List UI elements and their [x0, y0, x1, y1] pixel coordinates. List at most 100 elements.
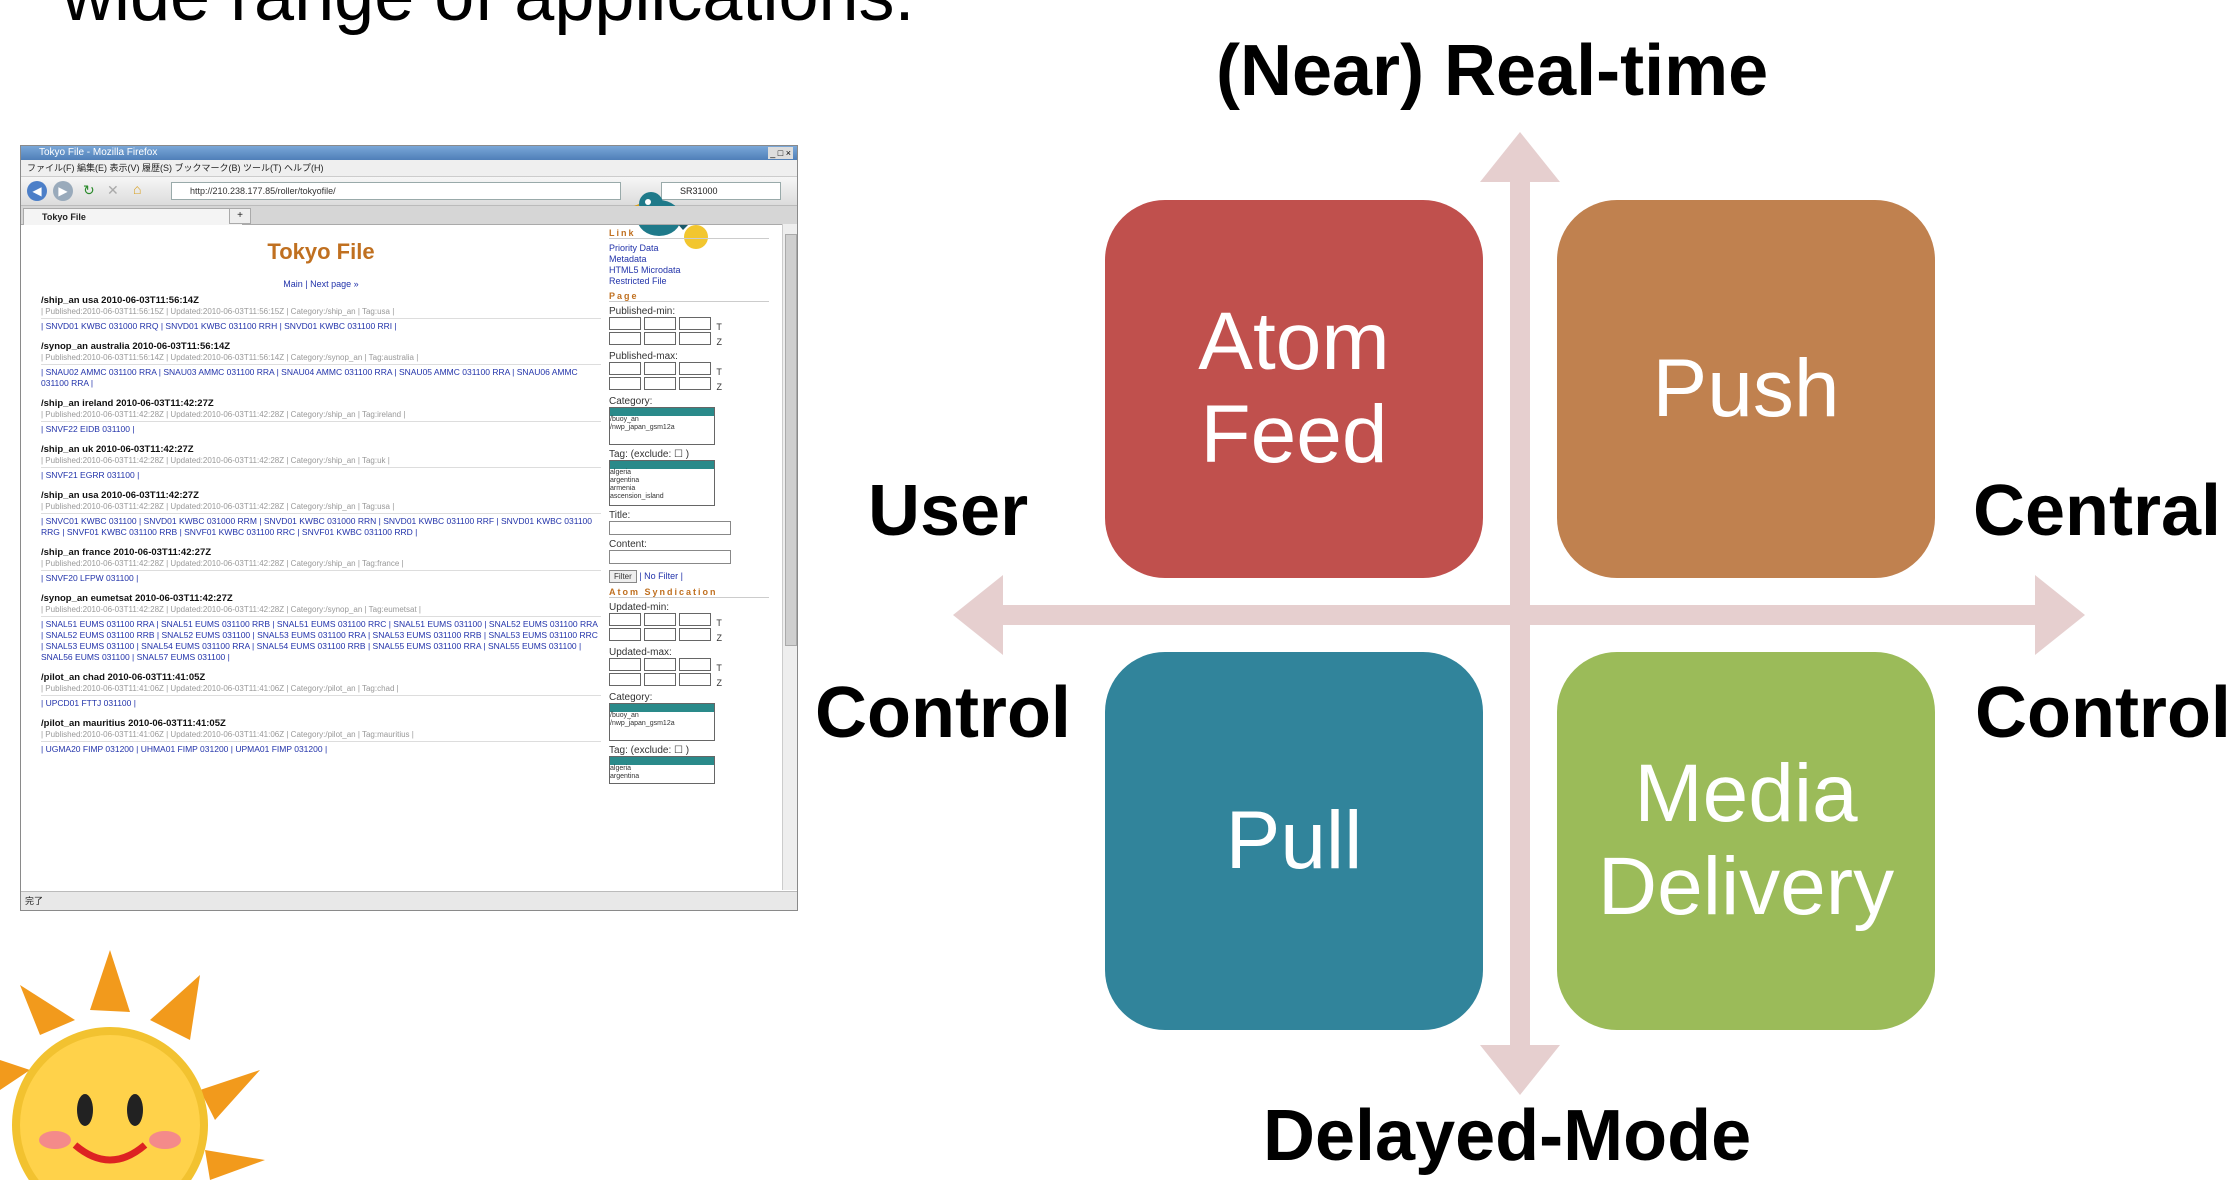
- axis-label-right-bottom: Control: [1975, 673, 2231, 753]
- tag2-label: Tag: (exclude: ☐ ): [609, 745, 690, 756]
- blog-entry: /ship_an ireland 2010-06-03T11:42:27Z| P…: [41, 398, 601, 435]
- forward-icon[interactable]: ▶: [53, 181, 73, 201]
- published-min-fields[interactable]: T: [609, 317, 769, 332]
- blog-entry: /ship_an france 2010-06-03T11:42:27Z| Pu…: [41, 547, 601, 584]
- entry-meta: | Published:2010-06-03T11:42:28Z | Updat…: [41, 456, 390, 465]
- content-input[interactable]: [609, 550, 731, 564]
- blog-entry: /synop_an australia 2010-06-03T11:56:14Z…: [41, 341, 601, 389]
- entry-links[interactable]: | SNVF20 LFPW 031100 |: [41, 570, 601, 584]
- blog-entry: /pilot_an mauritius 2010-06-03T11:41:05Z…: [41, 718, 601, 755]
- entry-links[interactable]: | SNAU02 AMMC 031100 RRA | SNAU03 AMMC 0…: [41, 364, 601, 389]
- quadrant-label: Atom: [1198, 296, 1390, 388]
- stop-icon[interactable]: ✕: [107, 182, 119, 198]
- entry-title[interactable]: /ship_an uk 2010-06-03T11:42:27Z: [41, 444, 194, 455]
- window-controls[interactable]: _ □ ×: [768, 147, 793, 159]
- window-title: Tokyo File - Mozilla Firefox: [39, 147, 158, 158]
- browser-menu-bar[interactable]: ファイル(F) 編集(E) 表示(V) 履歴(S) ブックマーク(B) ツール(…: [21, 160, 797, 177]
- quadrant-label: Pull: [1225, 794, 1363, 886]
- blog-entry: /ship_an usa 2010-06-03T11:56:14Z| Publi…: [41, 295, 601, 332]
- quadrant-media-delivery: Media Delivery: [1557, 652, 1935, 1030]
- quadrant-label: Media: [1634, 748, 1858, 840]
- blog-main: Tokyo File Main | Next page » /ship_an u…: [41, 224, 601, 884]
- blog-entry: /ship_an uk 2010-06-03T11:42:27Z| Publis…: [41, 444, 601, 481]
- updated-max-fields[interactable]: T: [609, 658, 769, 673]
- entry-links[interactable]: | SNVF22 EIDB 031100 |: [41, 421, 601, 435]
- category2-select[interactable]: /buoy_an /nwp_japan_gsm12a: [609, 703, 715, 741]
- entry-title[interactable]: /synop_an australia 2010-06-03T11:56:14Z: [41, 341, 231, 352]
- updated-min-time-fields[interactable]: Z: [609, 628, 769, 643]
- entry-title[interactable]: /ship_an ireland 2010-06-03T11:42:27Z: [41, 398, 214, 409]
- no-filter-link[interactable]: | No Filter |: [639, 571, 683, 581]
- updated-max-label: Updated-max:: [609, 647, 672, 658]
- blog-entry: /ship_an usa 2010-06-03T11:42:27Z| Publi…: [41, 490, 601, 538]
- sun-mascot-icon: [0, 950, 265, 1180]
- published-max-fields[interactable]: T: [609, 362, 769, 377]
- category-label: Category:: [609, 396, 653, 407]
- browser-status-bar: 完了: [21, 891, 797, 910]
- entry-title[interactable]: /ship_an usa 2010-06-03T11:42:27Z: [41, 490, 199, 501]
- axis-label-left-bottom: Control: [815, 673, 1071, 753]
- entry-links[interactable]: | SNVC01 KWBC 031100 | SNVD01 KWBC 03100…: [41, 513, 601, 538]
- quadrant-label: Delivery: [1597, 841, 1895, 932]
- home-icon[interactable]: ⌂: [133, 181, 142, 197]
- entry-meta: | Published:2010-06-03T11:42:28Z | Updat…: [41, 410, 406, 419]
- entry-title[interactable]: /pilot_an mauritius 2010-06-03T11:41:05Z: [41, 718, 226, 729]
- entry-title[interactable]: /synop_an eumetsat 2010-06-03T11:42:27Z: [41, 593, 233, 604]
- intro-text: wide range of applications.: [62, 0, 915, 32]
- published-min-label: Published-min:: [609, 306, 676, 317]
- entry-meta: | Published:2010-06-03T11:41:06Z | Updat…: [41, 684, 399, 693]
- reload-icon[interactable]: ↻: [83, 182, 95, 198]
- side-link[interactable]: Metadata: [609, 254, 647, 264]
- entry-links[interactable]: | SNVF21 EGRR 031100 |: [41, 467, 601, 481]
- tag2-select[interactable]: algeria argentina: [609, 756, 715, 784]
- entry-title[interactable]: /ship_an france 2010-06-03T11:42:27Z: [41, 547, 212, 558]
- published-max-time-fields[interactable]: Z: [609, 377, 769, 392]
- quadrant-label: Push: [1652, 342, 1840, 434]
- blog-subnav[interactable]: Main | Next page »: [283, 279, 359, 289]
- browser-tab-strip: Tokyo File +: [21, 206, 797, 225]
- content-label: Content:: [609, 539, 647, 550]
- entry-title[interactable]: /ship_an usa 2010-06-03T11:56:14Z: [41, 295, 199, 306]
- browser-scrollbar[interactable]: [782, 224, 797, 890]
- quadrant-label: Feed: [1200, 389, 1388, 480]
- blog-entry: /synop_an eumetsat 2010-06-03T11:42:27Z|…: [41, 593, 601, 663]
- filter-button[interactable]: Filter: [609, 570, 637, 583]
- tag-label: Tag: (exclude: ☐ ): [609, 449, 690, 460]
- axis-label-bottom: Delayed-Mode: [1263, 1096, 1752, 1176]
- entry-title[interactable]: /pilot_an chad 2010-06-03T11:41:05Z: [41, 672, 206, 683]
- search-box[interactable]: SR31000: [661, 182, 781, 200]
- title-label: Title:: [609, 510, 631, 521]
- updated-min-label: Updated-min:: [609, 602, 670, 613]
- entry-links[interactable]: | UPCD01 FTTJ 031100 |: [41, 695, 601, 709]
- category-select[interactable]: /buoy_an /nwp_japan_gsm12a: [609, 407, 715, 445]
- back-icon[interactable]: ◀: [27, 181, 47, 201]
- entry-meta: | Published:2010-06-03T11:42:28Z | Updat…: [41, 502, 395, 511]
- new-tab-button[interactable]: +: [229, 208, 251, 224]
- quadrant-pull: Pull: [1105, 652, 1483, 1030]
- side-link[interactable]: HTML5 Microdata: [609, 265, 681, 275]
- axis-label-right-top: Central: [1973, 471, 2222, 551]
- entry-links[interactable]: | SNAL51 EUMS 031100 RRA | SNAL51 EUMS 0…: [41, 616, 601, 663]
- title-input[interactable]: [609, 521, 731, 535]
- axis-label-top: (Near) Real-time: [1216, 31, 1769, 111]
- filter-row: Filter | No Filter |: [609, 570, 769, 583]
- entry-links[interactable]: | UGMA20 FIMP 031200 | UHMA01 FIMP 03120…: [41, 741, 601, 755]
- side-link[interactable]: Restricted File: [609, 276, 667, 286]
- url-bar[interactable]: http://210.238.177.85/roller/tokyofile/: [171, 182, 621, 200]
- entry-meta: | Published:2010-06-03T11:42:28Z | Updat…: [41, 605, 421, 614]
- tag-select[interactable]: algeria argentina armenia ascension_isla…: [609, 460, 715, 506]
- entry-links[interactable]: | SNVD01 KWBC 031000 RRQ | SNVD01 KWBC 0…: [41, 318, 601, 332]
- entry-list: /ship_an usa 2010-06-03T11:56:14Z| Publi…: [41, 295, 601, 755]
- updated-min-fields[interactable]: T: [609, 613, 769, 628]
- updated-max-time-fields[interactable]: Z: [609, 673, 769, 688]
- published-min-time-fields[interactable]: Z: [609, 332, 769, 347]
- blog-sidebar: Link Priority Data Metadata HTML5 Microd…: [609, 224, 769, 884]
- blog-entry: /pilot_an chad 2010-06-03T11:41:05Z| Pub…: [41, 672, 601, 709]
- entry-meta: | Published:2010-06-03T11:56:15Z | Updat…: [41, 307, 395, 316]
- quadrant-atom-feed: Atom Feed: [1105, 200, 1483, 578]
- browser-screenshot: Tokyo File - Mozilla Firefox _ □ × ファイル(…: [20, 145, 798, 911]
- side-link[interactable]: Priority Data: [609, 243, 659, 253]
- page-heading: Page: [609, 291, 769, 302]
